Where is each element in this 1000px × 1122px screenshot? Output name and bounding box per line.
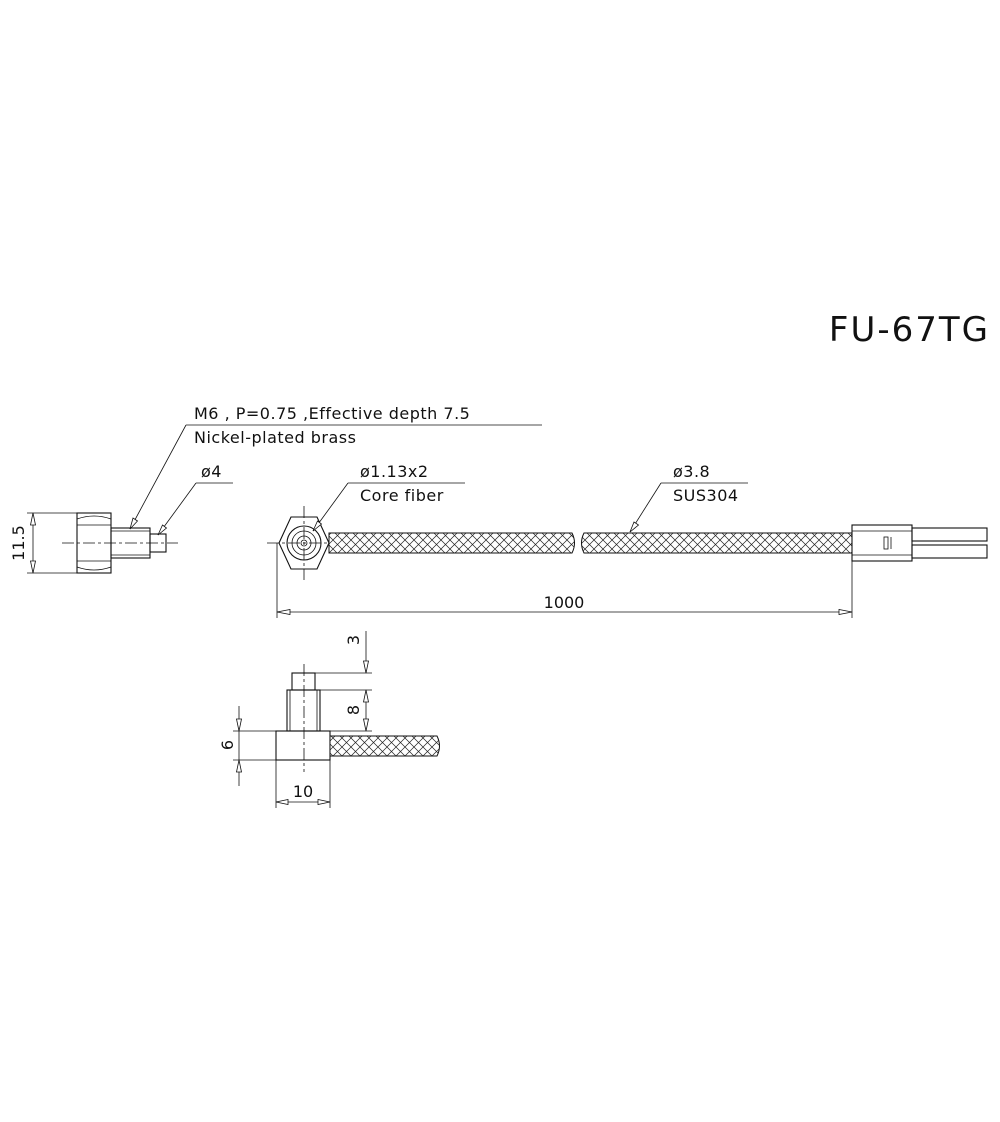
top-view bbox=[267, 482, 988, 618]
core-fiber-label: Core fiber bbox=[360, 486, 444, 505]
dim-length: 1000 bbox=[544, 593, 585, 612]
dim-thread-length: 8 bbox=[344, 705, 363, 715]
thread-material-label: Nickel-plated brass bbox=[194, 428, 356, 447]
thread-spec-label: M6 , P=0.75 ,Effective depth 7.5 bbox=[194, 404, 470, 423]
dim-across-flats: 11.5 bbox=[9, 525, 28, 561]
sheath-material-label: SUS304 bbox=[673, 486, 739, 505]
sheath-segment-2 bbox=[581, 532, 853, 554]
front-sheath bbox=[329, 735, 440, 757]
fiber-end-2 bbox=[911, 544, 988, 559]
core-fiber-diameter-label: ø1.13x2 bbox=[360, 462, 429, 481]
tip-diameter-label: ø4 bbox=[201, 462, 222, 481]
dim-tip-length: 3 bbox=[344, 635, 363, 645]
sheath-diameter-label: ø3.8 bbox=[673, 462, 710, 481]
front-tip bbox=[291, 672, 316, 691]
front-view: 3 8 6 10 bbox=[218, 631, 440, 808]
model-title: FU-67TG bbox=[829, 310, 990, 350]
front-head bbox=[275, 730, 331, 761]
sheath-segment-1 bbox=[328, 532, 575, 554]
dim-head-width: 10 bbox=[293, 782, 313, 801]
front-thread bbox=[286, 689, 321, 732]
side-view: 11.5 bbox=[9, 424, 542, 574]
dim-head-height: 6 bbox=[218, 740, 237, 750]
fiber-end-1 bbox=[911, 527, 988, 542]
connector-body bbox=[851, 524, 913, 562]
